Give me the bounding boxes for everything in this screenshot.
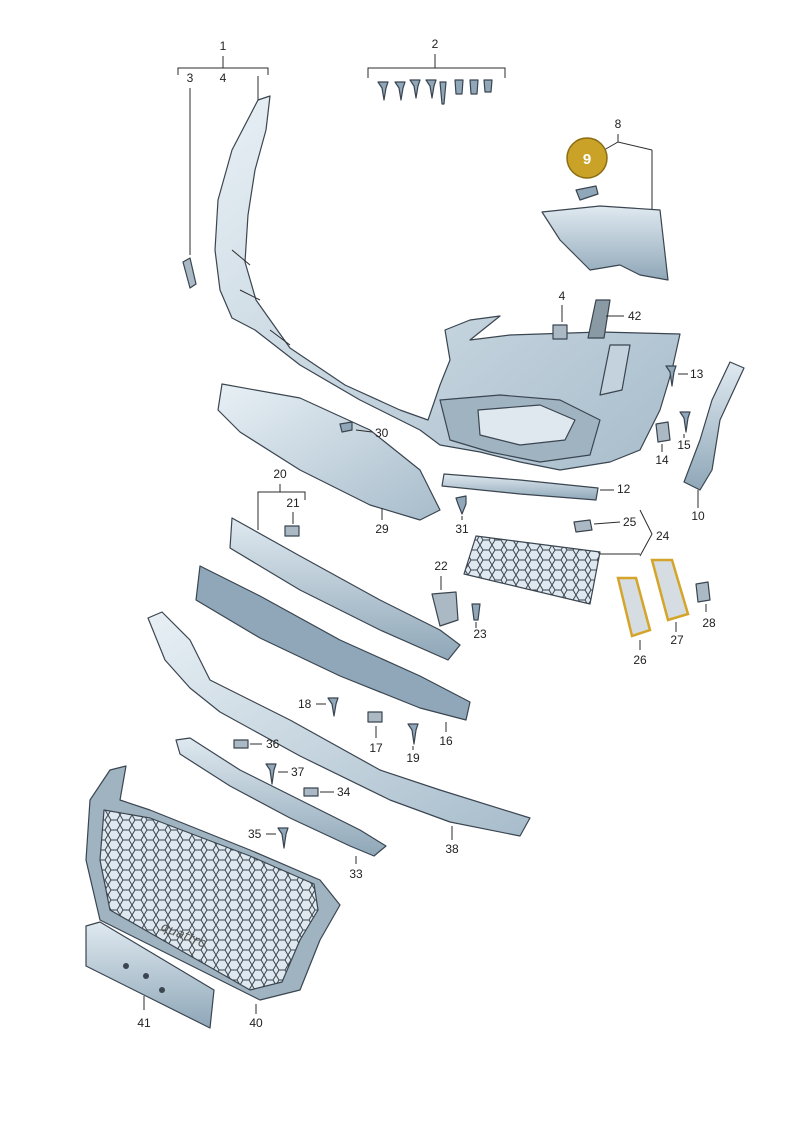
- carrier-part-16: 16: [195, 565, 471, 748]
- callout-36: 36: [266, 737, 280, 751]
- spoiler-part-29: 29: [217, 383, 441, 536]
- screw-part-19: 19: [406, 723, 420, 765]
- callout-35: 35: [248, 827, 262, 841]
- callout-19: 19: [406, 751, 420, 765]
- bumper-cover-part-1: [214, 95, 681, 471]
- front-grille-part-40: quattro 40: [85, 765, 341, 1030]
- badge-9-label: 9: [583, 151, 591, 168]
- callout-21: 21: [286, 496, 300, 510]
- screw-part-18: 18: [298, 697, 339, 717]
- strip-part-12: 12: [441, 473, 631, 501]
- vent-part-42: 42: [587, 299, 642, 339]
- highlight-badge-9[interactable]: 9: [566, 137, 608, 179]
- callout-4: 4: [559, 289, 566, 303]
- clip-part-34: 34: [303, 785, 351, 799]
- screw-part-15: 15: [677, 411, 691, 452]
- callout-1: 1: [220, 39, 227, 53]
- callout-30: 30: [375, 426, 389, 440]
- clip-part-14: 14: [655, 421, 671, 467]
- bracket-part-8: 8: [541, 117, 669, 281]
- callout-40: 40: [249, 1016, 263, 1030]
- callout-18: 18: [298, 697, 312, 711]
- screw-part-37: 37: [265, 763, 305, 785]
- clip-part-36: 36: [233, 737, 280, 751]
- callout-22: 22: [434, 559, 448, 573]
- callout-15: 15: [677, 438, 691, 452]
- screw-part-23: 23: [471, 603, 487, 641]
- callout-3: 3: [187, 71, 194, 85]
- callout-28: 28: [702, 616, 716, 630]
- callout-14: 14: [655, 453, 669, 467]
- callout-group-1: 1 4 3: [177, 39, 269, 255]
- carrier-part-20: 20 21: [229, 467, 461, 661]
- callout-26: 26: [633, 653, 647, 667]
- callout-13: 13: [690, 367, 704, 381]
- lip-part-38: 38: [147, 611, 531, 856]
- callout-41: 41: [137, 1016, 151, 1030]
- screw-part-35: 35: [248, 827, 289, 849]
- clip-part-4: 4: [552, 289, 568, 340]
- callout-2: 2: [432, 37, 439, 51]
- side-grille-part-24: 25 24: [463, 509, 670, 605]
- callout-24: 24: [656, 529, 670, 543]
- callout-20: 20: [273, 467, 287, 481]
- callout-33: 33: [349, 867, 363, 881]
- trim-part-27: 27: [650, 558, 690, 647]
- callout-23: 23: [473, 627, 487, 641]
- screw-part-30: 30: [339, 421, 389, 440]
- callout-29: 29: [375, 522, 389, 536]
- callout-42: 42: [628, 309, 642, 323]
- screw-part-13: 13: [665, 365, 704, 387]
- callout-37: 37: [291, 765, 305, 779]
- license-plate-holder-part-41: 41: [85, 921, 215, 1030]
- side-bracket-part-10: 10: [683, 361, 745, 523]
- callout-17: 17: [369, 741, 383, 755]
- callout-8: 8: [615, 117, 622, 131]
- callout-12: 12: [617, 482, 631, 496]
- callout-31: 31: [455, 522, 469, 536]
- clip-part-3: [182, 257, 197, 289]
- callout-10: 10: [691, 509, 705, 523]
- callout-16: 16: [439, 734, 453, 748]
- screw-part-31: 31: [455, 495, 469, 536]
- clip-part-28: 28: [695, 581, 716, 630]
- callout-34: 34: [337, 785, 351, 799]
- callout-25: 25: [623, 515, 637, 529]
- callout-4-top: 4: [220, 71, 227, 85]
- callout-group-2-fasteners: 2: [367, 37, 506, 105]
- trim-part-26: 26: [616, 576, 652, 667]
- clip-part-17: 17: [367, 711, 383, 755]
- trim-part-33: 33: [175, 737, 387, 881]
- bracket-part-22: 22: [431, 559, 459, 627]
- callout-27: 27: [670, 633, 684, 647]
- callout-38: 38: [445, 842, 459, 856]
